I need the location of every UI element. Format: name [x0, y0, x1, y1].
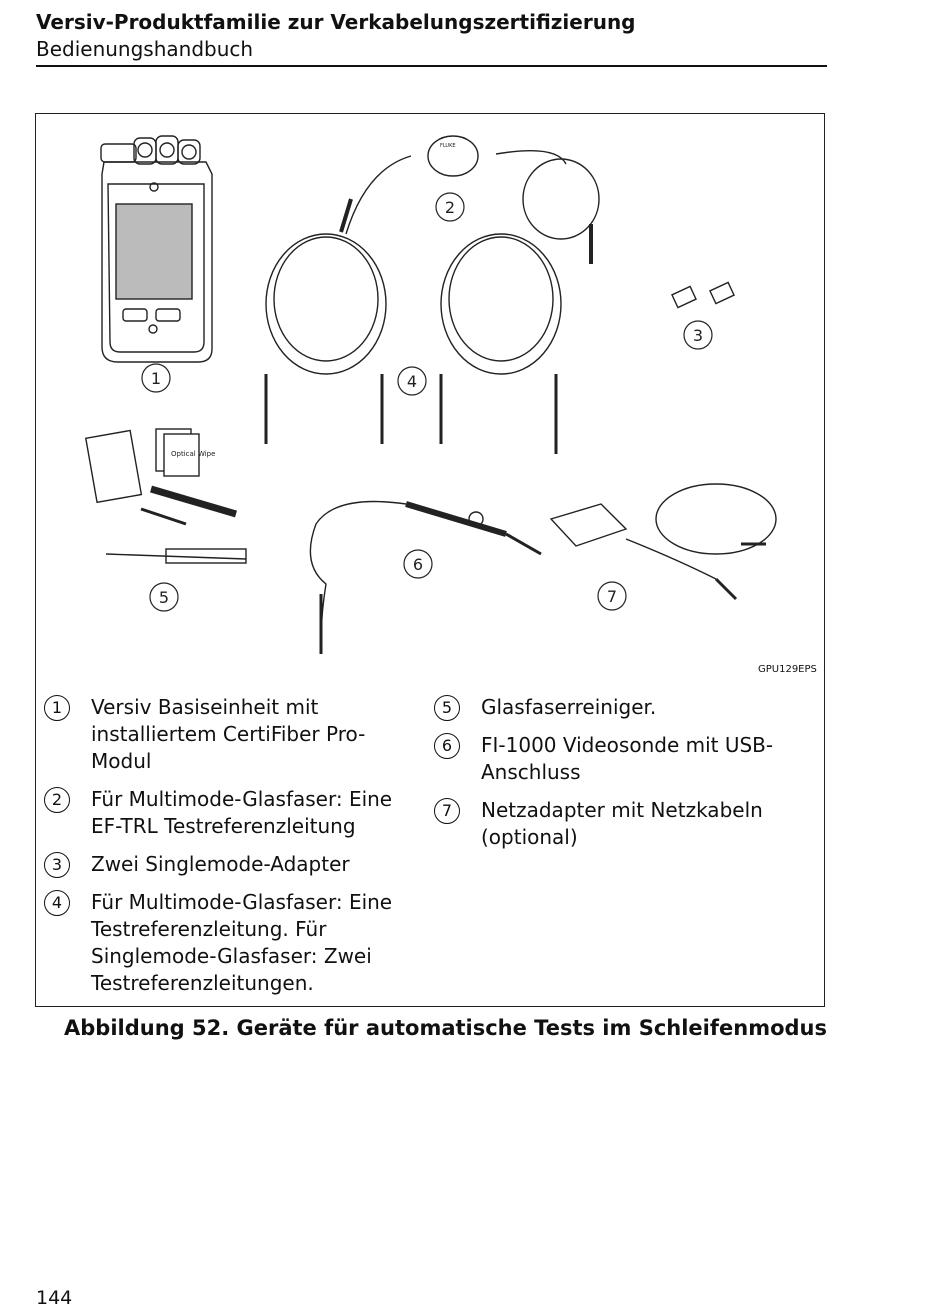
header-rule	[36, 65, 827, 67]
legend-number: 7	[434, 798, 460, 824]
legend-left-column: 1 Versiv Basiseinheit mit installiertem …	[39, 694, 399, 1008]
optical-wipe-label: Optical Wipe	[171, 450, 215, 458]
legend-text: Zwei Singlemode-Adapter	[91, 852, 350, 876]
legend-number: 5	[434, 695, 460, 721]
legend-number: 1	[44, 695, 70, 721]
legend-text: Für Multimode-Glasfaser: Eine Testrefere…	[91, 890, 392, 995]
versiv-base-unit-drawing	[101, 136, 212, 362]
legend-item: 7 Netzadapter mit Netzkabeln (optional)	[429, 797, 809, 851]
fiber-cleaner-kit-drawing: Optical Wipe	[86, 429, 246, 563]
legend-item: 5 Glasfaserreiniger.	[429, 694, 809, 721]
legend-text: Für Multimode-Glasfaser: Eine EF-TRL Tes…	[91, 787, 392, 838]
probe-brand-label: FLUKE	[440, 143, 456, 149]
callout-1: 1	[151, 369, 161, 388]
page-number: 144	[36, 1287, 72, 1309]
legend-number: 2	[44, 787, 70, 813]
legend-text: FI-1000 Videosonde mit USB-Anschluss	[481, 733, 773, 784]
image-code: GPU129EPS	[758, 664, 817, 675]
legend-text: Versiv Basiseinheit mit installiertem Ce…	[91, 695, 365, 773]
test-reference-cords-drawing	[266, 234, 561, 454]
callout-5: 5	[159, 588, 169, 607]
header-title: Versiv-Produktfamilie zur Verkabelungsze…	[36, 10, 636, 34]
singlemode-adapters-drawing	[672, 282, 734, 307]
legend-item: 1 Versiv Basiseinheit mit installiertem …	[39, 694, 399, 775]
callout-6: 6	[413, 555, 423, 574]
callout-4: 4	[407, 372, 417, 391]
callout-3: 3	[693, 326, 703, 345]
figure-frame: FLUKE Optical Wipe	[35, 113, 825, 1007]
legend-number: 4	[44, 890, 70, 916]
legend-item: 6 FI-1000 Videosonde mit USB-Anschluss	[429, 732, 809, 786]
equipment-illustration: FLUKE Optical Wipe	[36, 114, 826, 674]
figure-callout-numbers: 1 2 3 4 5 6 7	[151, 198, 703, 607]
legend-text: Netzadapter mit Netzkabeln (optional)	[481, 798, 763, 849]
fi1000-video-probe-drawing	[310, 502, 541, 655]
legend-item: 3 Zwei Singlemode-Adapter	[39, 851, 399, 878]
legend-text: Glasfaserreiniger.	[481, 695, 656, 719]
legend-number: 3	[44, 852, 70, 878]
header-subtitle: Bedienungshandbuch	[36, 37, 253, 61]
legend-number: 6	[434, 733, 460, 759]
callout-7: 7	[607, 587, 617, 606]
legend-item: 2 Für Multimode-Glasfaser: Eine EF-TRL T…	[39, 786, 399, 840]
figure-caption: Abbildung 52. Geräte für automatische Te…	[64, 1016, 827, 1040]
legend-item: 4 Für Multimode-Glasfaser: Eine Testrefe…	[39, 889, 399, 997]
ef-trl-reference-cord-drawing: FLUKE	[341, 136, 599, 264]
callout-2: 2	[445, 198, 455, 217]
power-adapter-drawing	[551, 484, 776, 599]
legend-right-column: 5 Glasfaserreiniger. 6 FI-1000 Videosond…	[429, 694, 809, 862]
